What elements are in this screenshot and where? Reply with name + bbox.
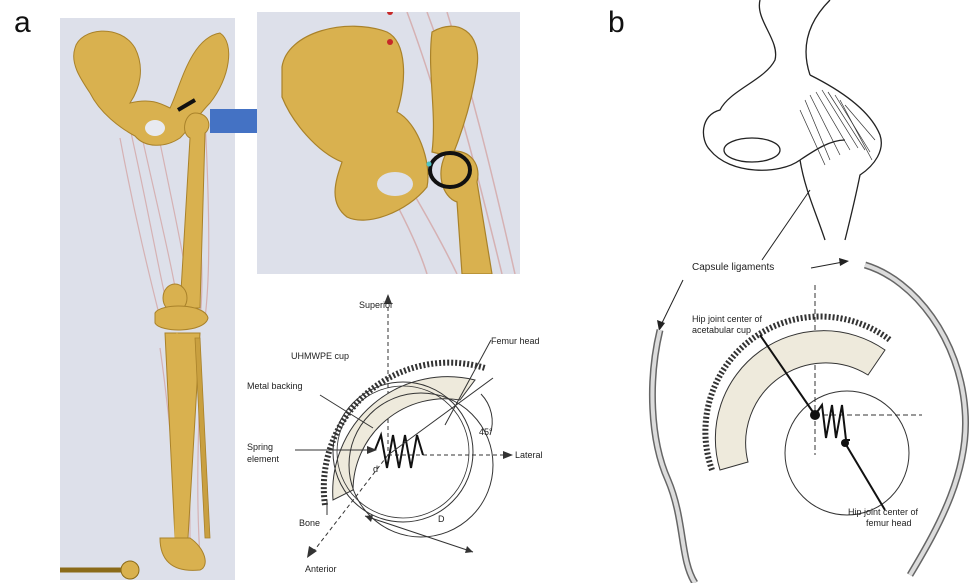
label-hip-center-cup-1: Hip joint center of	[692, 314, 763, 324]
capsule-right-band	[865, 265, 966, 575]
label-d-small: d	[373, 464, 378, 474]
label-anterior: Anterior	[305, 564, 337, 574]
capsule-leader-up	[762, 190, 810, 260]
ligament-fibers	[800, 90, 875, 165]
capsule-schematic: Capsule ligaments Hip joint center of ac…	[640, 0, 977, 583]
capsule-leader-right	[811, 262, 843, 268]
hip-anatomy-sketch	[703, 0, 881, 240]
capsule-leader-left	[661, 280, 683, 325]
label-uhmwpe-cup: UHMWPE cup	[291, 351, 349, 361]
capsule-arrow-right	[839, 258, 849, 266]
diameter-arrow-left	[365, 515, 373, 522]
zoom-obturator-foramen	[377, 172, 413, 196]
joint-center-marker	[427, 162, 432, 167]
femur-center-leader	[845, 443, 885, 510]
hip-zoom-render	[257, 12, 520, 274]
capsule-arrow-left	[657, 320, 665, 331]
foot-shape	[160, 538, 205, 570]
label-hip-center-femur-2: femur head	[866, 518, 912, 528]
panel-b-letter: b	[608, 6, 625, 40]
label-metal-backing: Metal backing	[247, 381, 303, 391]
marker-dot-top	[387, 12, 393, 15]
ground-contact-sphere	[121, 561, 139, 579]
label-femur-head: Femur head	[491, 336, 540, 346]
diameter-dimension-line	[365, 516, 473, 552]
label-d-large: D	[438, 514, 445, 524]
capsule-right-band-inner	[865, 265, 966, 575]
label-spring-element-2: element	[247, 454, 280, 464]
anterior-arrowhead	[307, 546, 317, 558]
obturator-foramen	[145, 120, 165, 136]
label-spring-element-1: Spring	[247, 442, 273, 452]
hip-zoom-illustration	[257, 12, 520, 274]
tibia-shape	[165, 333, 200, 538]
label-bone: Bone	[299, 518, 320, 528]
label-hip-center-cup-2: acetabular cup	[692, 325, 751, 335]
label-hip-center-femur-1: Hip joint center of	[848, 507, 919, 517]
lateral-arrowhead	[503, 451, 513, 459]
label-angle: 45°	[479, 427, 493, 437]
b-femur-head	[785, 391, 909, 515]
fibula-shape	[195, 338, 210, 538]
knee-joint-shape	[155, 306, 208, 330]
b-spring-icon	[815, 405, 850, 440]
label-lateral: Lateral	[515, 450, 543, 460]
label-capsule-ligaments: Capsule ligaments	[692, 262, 774, 273]
sacrum-shape	[431, 26, 478, 157]
marker-dot-pelvis	[387, 39, 393, 45]
diameter-arrow-right	[465, 546, 473, 553]
hip-implant-schematic: Superior Femur head UHMWPE cup Metal bac…	[245, 290, 570, 580]
label-superior: Superior	[359, 300, 393, 310]
capsule-left-band-inner	[652, 330, 695, 583]
femur-shape	[180, 113, 209, 308]
full-leg-render	[60, 18, 235, 580]
leg-skeleton-illustration	[60, 18, 235, 580]
panel-a-letter: a	[14, 6, 31, 40]
